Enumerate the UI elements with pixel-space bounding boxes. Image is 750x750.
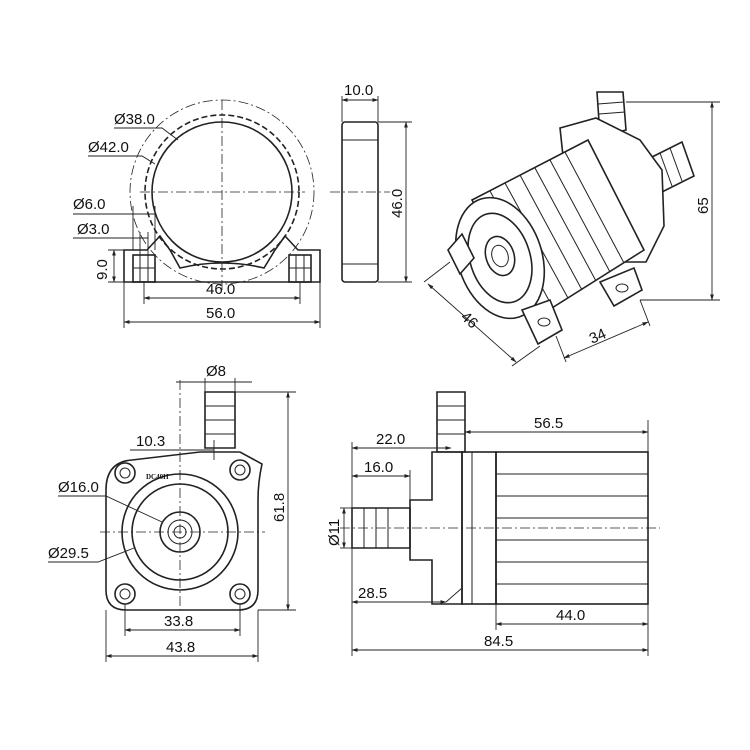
front-dia-3-label: Ø3.0	[77, 221, 110, 238]
iso-width-label: 46	[457, 308, 481, 332]
end-outlet-offset-label: 10.3	[136, 433, 165, 450]
iso-view: 65 46 34	[423, 91, 720, 367]
profile-outlet-pos-label: 22.0	[376, 431, 405, 448]
profile-head-len-label: 28.5	[358, 585, 387, 602]
profile-total-len-label: 84.5	[484, 633, 513, 650]
profile-body-ribs	[496, 473, 648, 585]
front-width-56-label: 56.0	[206, 305, 235, 322]
end-inlet-dia-label: Ø16.0	[58, 479, 99, 496]
iso-height-label: 65	[695, 197, 712, 214]
end-mount-spacing-label: 33.8	[164, 613, 193, 630]
front-dia-38-label: Ø38.0	[114, 111, 155, 128]
front-view: Ø38.0 Ø42.0 Ø6.0 Ø3.0 9.0 46.0 56.0	[73, 99, 321, 328]
end-view: DC40H Ø8 10.3 Ø16.0 Ø29.5 61.8 33.8 43.8	[48, 363, 296, 662]
end-model-label: DC40H	[146, 473, 169, 481]
front-dia-42-label: Ø42.0	[88, 139, 129, 156]
side-view: 10.0 46.0	[330, 82, 412, 283]
profile-view: 22.0 16.0 Ø11 56.5 28.5 44.0 84.5	[326, 391, 660, 656]
profile-body-len-label: 44.0	[556, 607, 585, 624]
iso-depth-label: 34	[587, 325, 609, 347]
side-height-label: 46.0	[389, 189, 406, 218]
end-width-label: 43.8	[166, 639, 195, 656]
front-dia-6-label: Ø6.0	[73, 196, 106, 213]
end-height-label: 61.8	[271, 493, 288, 522]
side-thickness-label: 10.0	[344, 82, 373, 99]
profile-inlet-dia-label: Ø11	[326, 519, 343, 546]
profile-motor-len-label: 56.5	[534, 415, 563, 432]
end-outlet-dia-label: Ø8	[206, 363, 226, 380]
front-width-46-label: 46.0	[206, 281, 235, 298]
front-height-9-label: 9.0	[94, 259, 111, 280]
profile-inlet-len-label: 16.0	[364, 459, 393, 476]
end-body-dia-label: Ø29.5	[48, 545, 89, 562]
